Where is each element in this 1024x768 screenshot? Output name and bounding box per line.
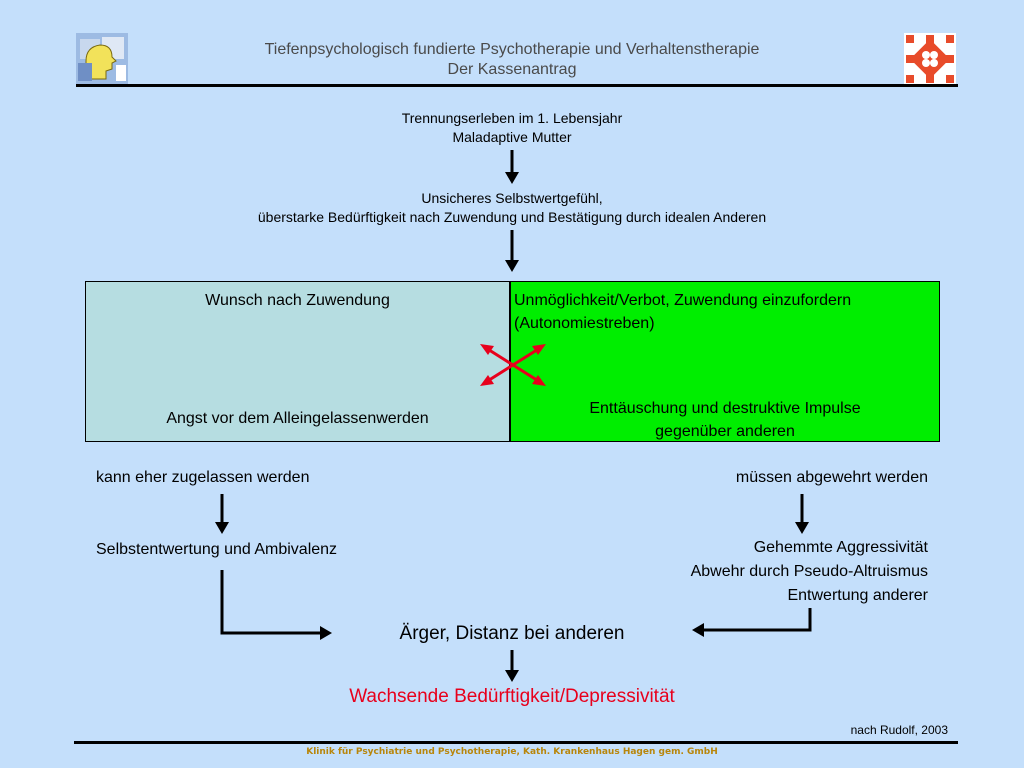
header-divider	[76, 84, 958, 87]
arrow-down-final	[505, 650, 519, 682]
arrow-down-right-branch	[795, 494, 809, 534]
step-insecure-self-esteem: Unsicheres Selbstwertgefühl, überstarke …	[112, 189, 912, 227]
left-branch-label: kann eher zugelassen werden	[96, 469, 310, 486]
disappointment-label: Enttäuschung und destruktive Impulse geg…	[512, 397, 938, 443]
arrow-down-left-branch	[215, 494, 229, 534]
right-result-line-3: Entwertung anderer	[787, 587, 928, 604]
footer-text: Klinik für Psychiatrie und Psychotherapi…	[306, 747, 718, 757]
fear-of-abandonment-label: Angst vor dem Alleingelassenwerden	[166, 410, 429, 427]
impossibility-label: Unmöglichkeit/Verbot, Zuwendung einzufor…	[514, 289, 938, 335]
clinic-cross-logo-icon	[904, 33, 956, 85]
wish-for-affection-label: Wunsch nach Zuwendung	[205, 292, 390, 309]
arrow-left-merge	[220, 570, 332, 640]
right-branch-result: Gehemmte Aggressivität Abwehr durch Pseu…	[691, 536, 928, 608]
final-result: Wachsende Bedürftigkeit/Depressivität	[349, 686, 675, 707]
right-branch-label: müssen abgewehrt werden	[735, 469, 928, 486]
puzzle-head-logo-icon	[76, 33, 128, 85]
step1-line-1: Trennungserleben im 1. Lebensjahr	[401, 110, 623, 126]
title-line-1: Tiefenpsychologisch fundierte Psychother…	[264, 41, 760, 58]
right-result-line-2: Abwehr durch Pseudo-Altruismus	[690, 563, 928, 580]
disappointment-line-2: gegenüber anderen	[655, 423, 795, 440]
step-separation-experience: Trennungserleben im 1. Lebensjahr Malada…	[312, 109, 712, 147]
disappointment-line-1: Enttäuschung und destruktive Impulse	[589, 400, 861, 417]
arrow-down-2	[505, 230, 519, 272]
impossibility-line-2: (Autonomiestreben)	[514, 315, 655, 332]
box-prohibition	[510, 281, 940, 442]
step2-line-2: überstarke Bedürftigkeit nach Zuwendung …	[257, 209, 767, 225]
step1-line-2: Maladaptive Mutter	[452, 129, 572, 145]
right-result-line-1: Gehemmte Aggressivität	[753, 539, 928, 556]
crossed-double-arrows-icon	[480, 344, 546, 386]
merge-result: Ärger, Distanz bei anderen	[399, 623, 625, 644]
step2-line-1: Unsicheres Selbstwertgefühl,	[421, 190, 603, 206]
slide-title: Tiefenpsychologisch fundierte Psychother…	[150, 40, 874, 80]
impossibility-line-1: Unmöglichkeit/Verbot, Zuwendung einzufor…	[514, 292, 852, 309]
arrow-down-1	[505, 150, 519, 184]
title-line-2: Der Kassenantrag	[447, 61, 577, 78]
source-citation: nach Rudolf, 2003	[850, 723, 948, 737]
arrow-right-merge	[692, 608, 812, 637]
footer-divider	[74, 741, 958, 744]
left-branch-result: Selbstentwertung und Ambivalenz	[96, 541, 338, 558]
